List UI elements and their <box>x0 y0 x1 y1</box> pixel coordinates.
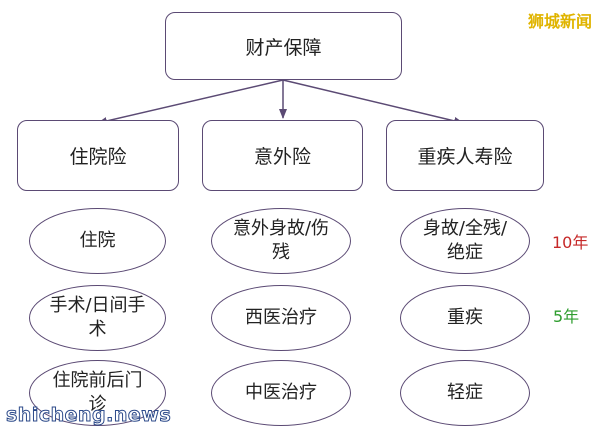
item-western-medicine: 西医治疗 <box>211 285 351 351</box>
item-outpatient: 住院前后门诊 <box>29 360 166 426</box>
category-label: 意外险 <box>253 146 311 168</box>
note-5-years: 5年 <box>553 307 580 326</box>
root-node-property-protection: 财产保障 <box>165 12 402 80</box>
item-label: 手术/日间手术 <box>49 295 146 340</box>
item-hospitalization: 住院 <box>29 208 166 274</box>
item-surgery: 手术/日间手术 <box>29 285 166 351</box>
item-chinese-medicine: 中医治疗 <box>211 360 351 426</box>
category-label: 重疾人寿险 <box>417 146 513 168</box>
item-accidental-death: 意外身故/伤残 <box>211 208 351 274</box>
item-death-disability: 身故/全残/绝症 <box>400 208 530 274</box>
item-minor-illness: 轻症 <box>400 360 530 426</box>
item-label: 身故/全残/绝症 <box>422 218 508 263</box>
root-node-label: 财产保障 <box>245 36 322 59</box>
item-label: 住院 <box>79 230 116 251</box>
category-accident-insurance: 意外险 <box>202 120 363 191</box>
category-label: 住院险 <box>69 146 127 168</box>
item-label: 西医治疗 <box>245 307 317 328</box>
item-label: 住院前后门诊 <box>52 370 143 415</box>
item-critical-illness: 重疾 <box>400 285 530 351</box>
arrow-to-hospital <box>97 79 284 125</box>
category-critical-life-insurance: 重疾人寿险 <box>386 120 544 191</box>
site-watermark-bottom: shicheng.news <box>5 404 172 427</box>
item-label: 意外身故/伤残 <box>232 218 330 263</box>
category-hospital-insurance: 住院险 <box>17 120 179 191</box>
item-label: 中医治疗 <box>245 382 317 403</box>
arrow-to-critical <box>282 79 464 125</box>
site-watermark-top: 狮城新闻 <box>527 12 592 31</box>
item-label: 轻症 <box>447 382 483 403</box>
note-10-years: 10年 <box>552 233 589 252</box>
item-label: 重疾 <box>447 307 483 328</box>
